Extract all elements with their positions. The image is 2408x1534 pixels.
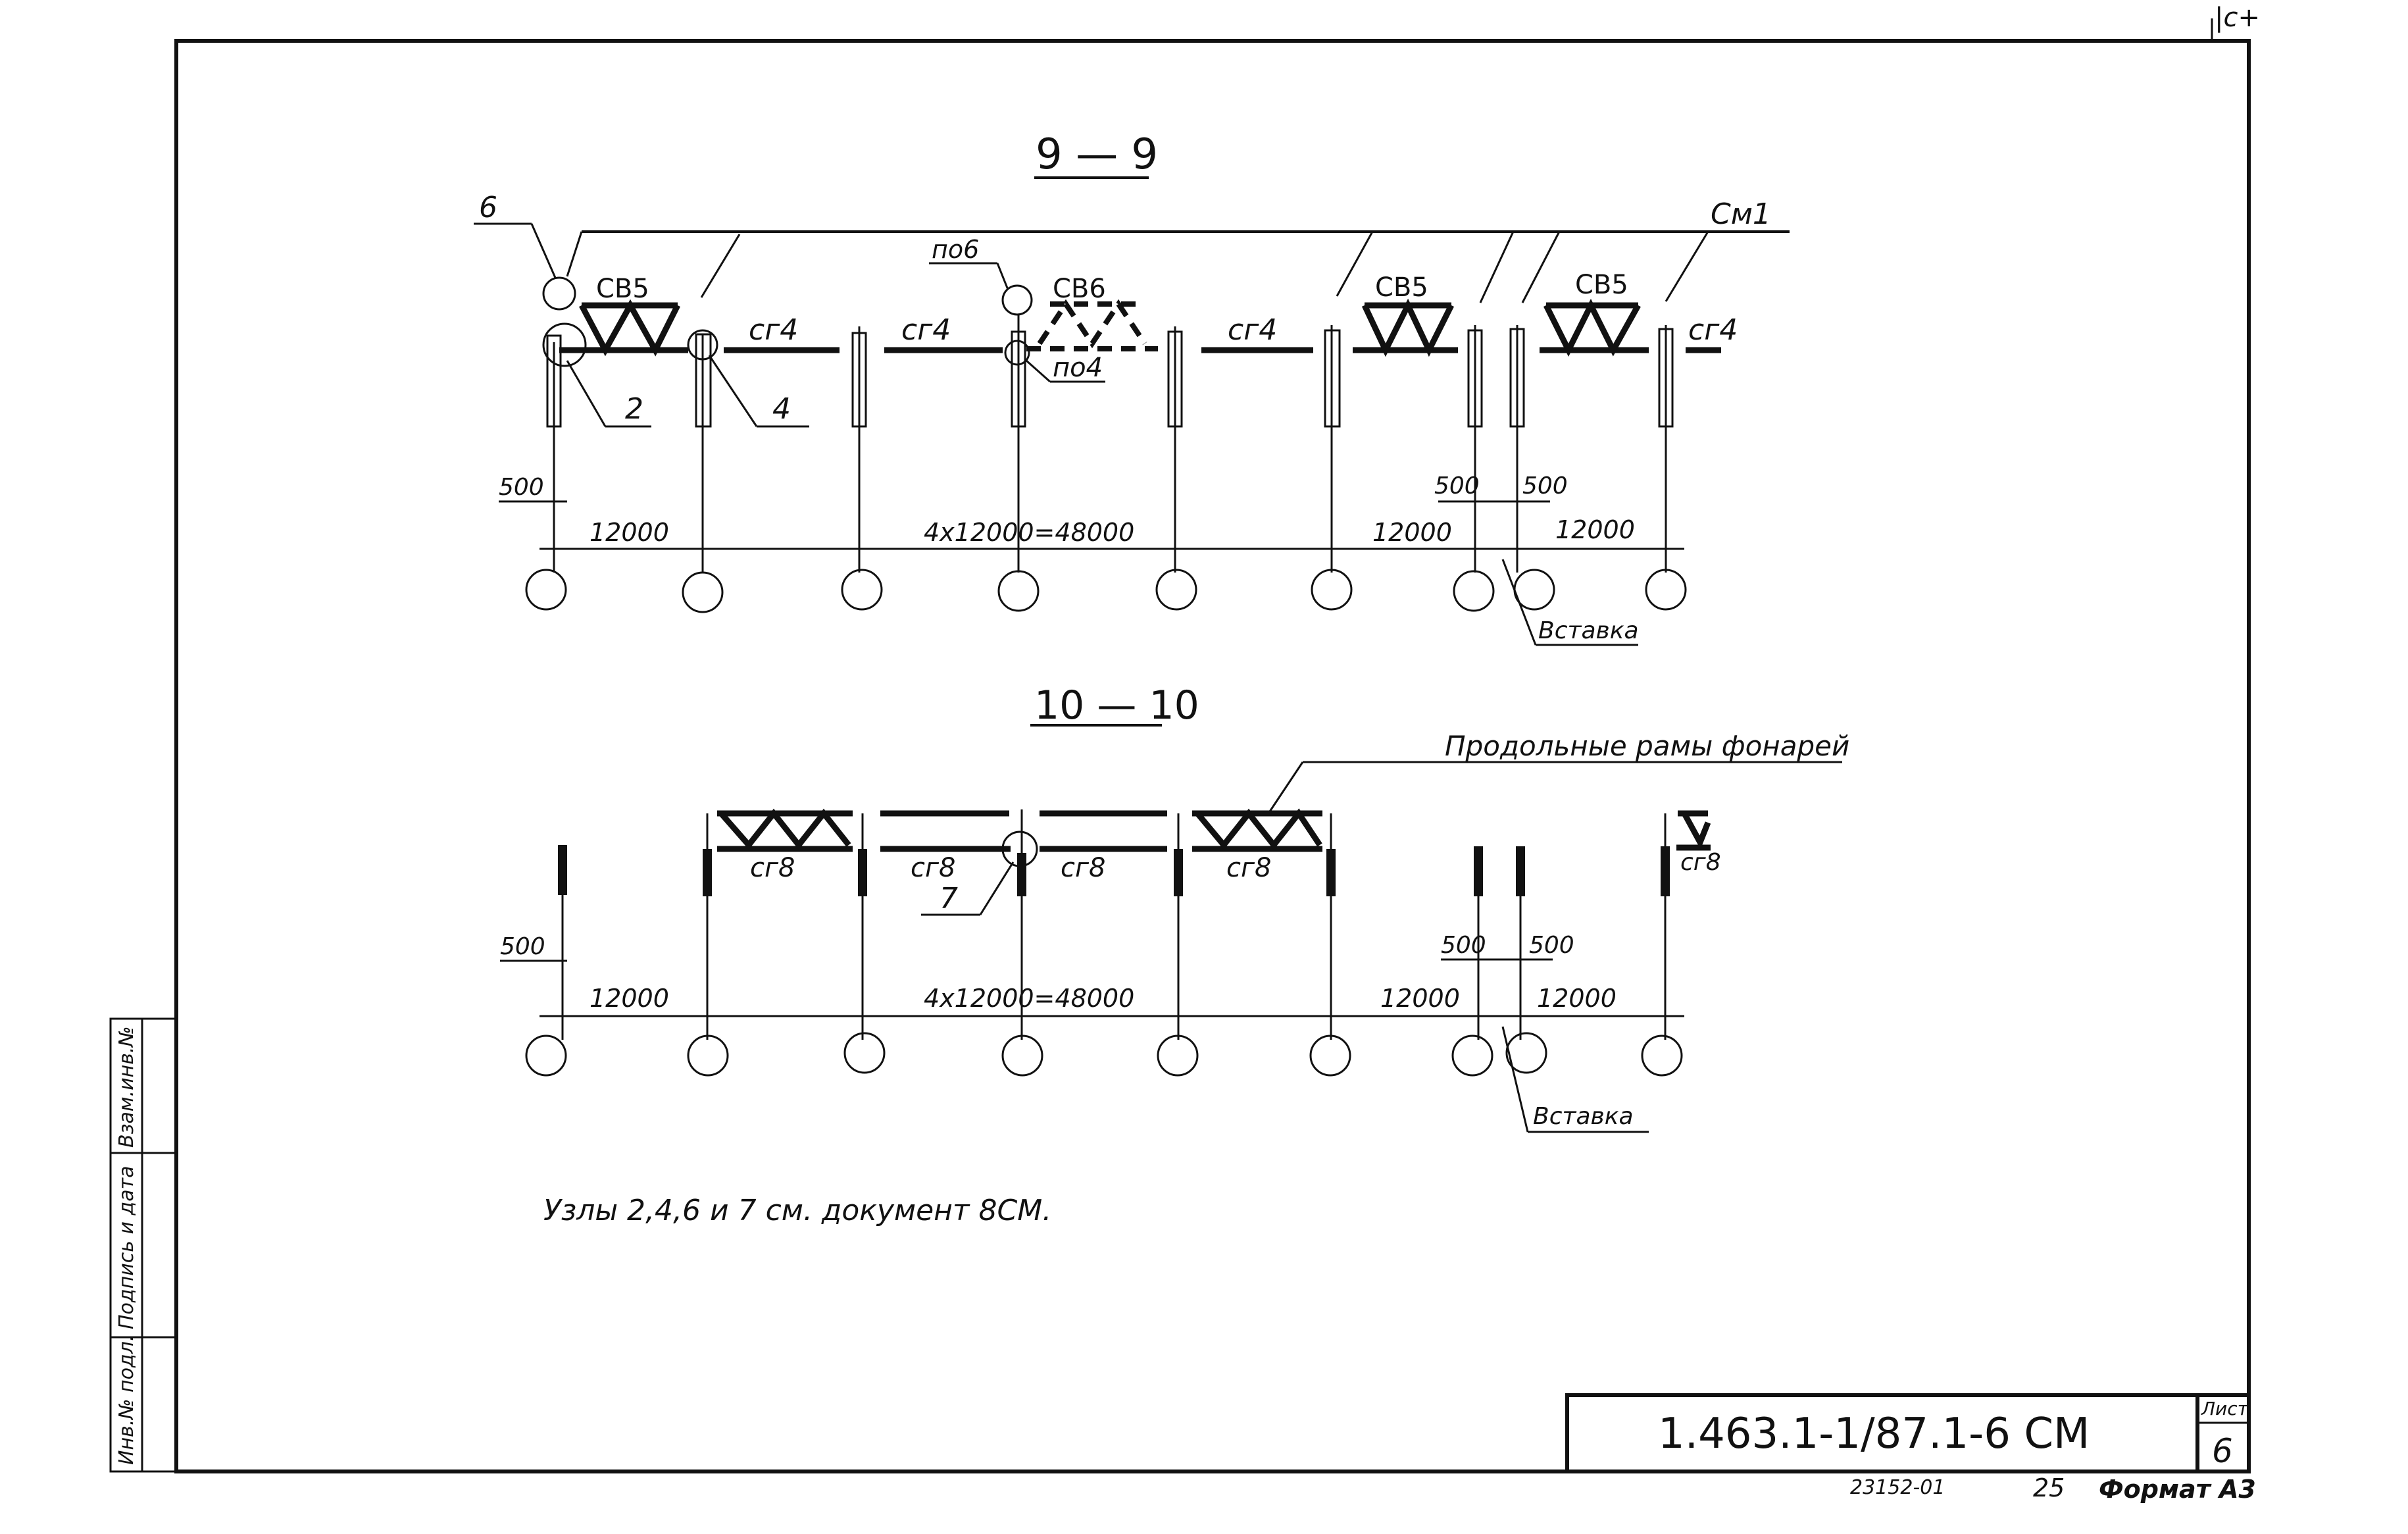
columns-9 xyxy=(546,315,1674,573)
dim-500-left-9: 500 xyxy=(499,474,544,501)
label-6: 6 xyxy=(479,191,497,224)
side-stamp: Инв.№ подл. Подпись и дата Взам.инв.№ xyxy=(109,1017,178,1473)
side-stamp-inv-podl: Инв.№ подл. xyxy=(115,1335,138,1465)
truss-label-cb5-b: СВ5 xyxy=(1375,272,1428,303)
beam-label-sg8-5: сг8 xyxy=(1680,849,1721,876)
dim-500-mid-a-10: 500 xyxy=(1441,932,1486,959)
dim-12000-b-9: 12000 xyxy=(1372,518,1452,547)
dim-500-left-10: 500 xyxy=(500,933,545,960)
beam-label-sg4-1: сг4 xyxy=(749,313,798,347)
beam-label-sg8-4: сг8 xyxy=(1226,853,1271,883)
truss-cb5-a xyxy=(559,299,688,357)
section-10-10: 10 — 10 Продольные рамы фонарей сг8 сг8 … xyxy=(500,682,1849,1133)
footer-format: Формат А3 xyxy=(2099,1475,2256,1504)
side-stamp-vzam-inv: Взам.инв.№ xyxy=(115,1026,138,1148)
label-2: 2 xyxy=(625,392,643,426)
beam-label-sg8-2: сг8 xyxy=(911,853,955,883)
label-frames: Продольные рамы фонарей xyxy=(1445,730,1849,762)
columns-10 xyxy=(558,809,1670,1040)
dim-12000-a-10: 12000 xyxy=(589,984,669,1013)
truss-label-cb5-c: СВ5 xyxy=(1575,270,1628,300)
sheet-frame xyxy=(174,18,2251,1473)
section-9-title: 9 — 9 xyxy=(1036,130,1158,179)
label-7: 7 xyxy=(940,882,958,915)
truss-cb6 xyxy=(1026,299,1158,351)
side-stamp-signature: Подпись и дата xyxy=(115,1166,138,1330)
axis-markers-10 xyxy=(525,1032,1683,1077)
dim-12000-c-9: 12000 xyxy=(1555,515,1635,544)
doc-code: 1.463.1-1/87.1-6 СМ xyxy=(1658,1410,2090,1458)
sheet-number: 6 xyxy=(2212,1432,2233,1470)
dim-12000-b-10: 12000 xyxy=(1380,984,1460,1013)
truss-cb5-b xyxy=(1353,298,1458,357)
axis-markers-9 xyxy=(525,569,1687,613)
truss-label-cb5-a: СВ5 xyxy=(596,274,649,304)
sheet-label: Лист xyxy=(2201,1398,2249,1419)
label-insert-9: Вставка xyxy=(1538,617,1639,644)
dim-500-mid-b-9: 500 xyxy=(1522,473,1568,499)
label-cm1: См1 xyxy=(1711,197,1771,231)
dim-12000-c-10: 12000 xyxy=(1537,984,1617,1013)
label-po6: по6 xyxy=(932,235,979,264)
note: Узлы 2,4,6 и 7 см. документ 8СМ. xyxy=(543,1194,1051,1227)
truss-label-cb6: СВ6 xyxy=(1053,274,1106,304)
dim-48000-9: 4x12000=48000 xyxy=(924,518,1134,547)
corner-mark: |с+ xyxy=(2215,3,2260,33)
truss-cb5-c xyxy=(1540,298,1649,357)
label-4: 4 xyxy=(772,392,791,426)
beam-label-sg4-3: сг4 xyxy=(1228,313,1277,347)
beam-label-sg8-1: сг8 xyxy=(750,853,795,883)
dim-500-mid-a-9: 500 xyxy=(1434,473,1480,499)
beam-label-sg4-2: сг4 xyxy=(901,313,951,347)
label-po4: по4 xyxy=(1053,353,1103,383)
dim-48000-10: 4x12000=48000 xyxy=(924,984,1134,1013)
trusses-10 xyxy=(717,808,1711,852)
dim-12000-a-9: 12000 xyxy=(589,518,669,547)
dim-500-mid-b-10: 500 xyxy=(1529,932,1574,959)
section-9-9: 9 — 9 См1 6 СВ5 СВ6 xyxy=(474,130,1790,646)
beam-label-sg4-4: сг4 xyxy=(1688,313,1738,347)
beam-label-sg8-3: сг8 xyxy=(1061,853,1105,883)
footer-order: 23152-01 xyxy=(1850,1476,1945,1499)
section-10-title: 10 — 10 xyxy=(1034,682,1199,729)
title-block xyxy=(1565,1393,2251,1473)
label-insert-10: Вставка xyxy=(1533,1103,1634,1130)
footer-page: 25 xyxy=(2033,1473,2065,1502)
